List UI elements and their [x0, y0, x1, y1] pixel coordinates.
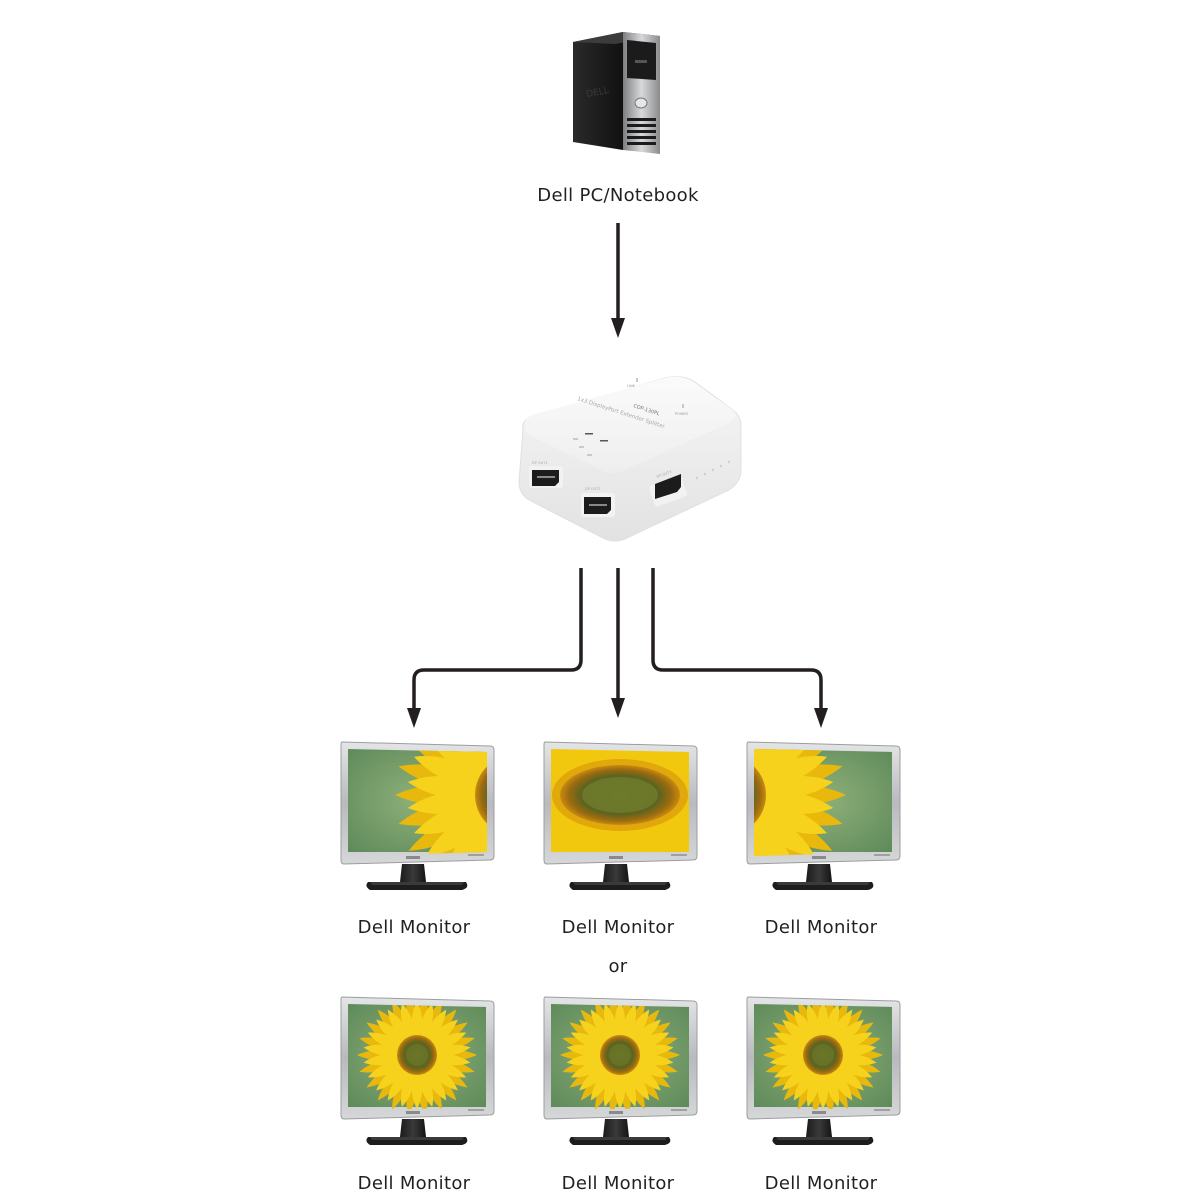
monitor-icon [746, 741, 901, 890]
monitor-label-bottom-center: Dell Monitor [561, 1173, 675, 1194]
indicator-link-label: LINK [627, 384, 636, 388]
monitor-label-top-left: Dell Monitor [357, 917, 471, 938]
svg-text:DELL: DELL [586, 86, 610, 100]
arrowhead-left [407, 708, 421, 728]
dp-port-3: DP OUT3 [649, 470, 687, 507]
dell-pc-node: DELL [565, 30, 665, 160]
monitor-icon [746, 996, 901, 1145]
dell-monitor-bottom-left [340, 995, 500, 1150]
arrowhead-center [611, 698, 625, 718]
arrow-splitter-to-monitor-left [412, 568, 583, 712]
monitor-icon [340, 741, 495, 890]
monitor-label-top-center: Dell Monitor [561, 917, 675, 938]
dell-monitor-bottom-center [543, 995, 703, 1150]
monitor-label-bottom-left: Dell Monitor [357, 1173, 471, 1194]
monitor-label-bottom-right: Dell Monitor [764, 1173, 878, 1194]
arrow-splitter-to-monitor-right [651, 568, 823, 712]
dell-monitor-bottom-right [746, 995, 906, 1150]
splitter-node: LINK POWER CDP-130PL 1x3 DisplayPort Ext… [515, 360, 745, 545]
svg-text:DP OUT1: DP OUT1 [532, 461, 548, 465]
dp-port-1: DP OUT1 [529, 461, 563, 488]
monitor-label-top-right: Dell Monitor [764, 917, 878, 938]
monitor-icon [340, 996, 495, 1145]
dell-monitor-top-right [746, 740, 906, 895]
or-separator: or [608, 956, 628, 977]
dp-port-2: DP OUT2 [581, 487, 615, 517]
dell-monitor-top-left [340, 740, 500, 895]
source-label: Dell PC/Notebook [537, 185, 699, 206]
monitor-icon [543, 741, 698, 890]
svg-text:DP OUT2: DP OUT2 [585, 487, 601, 491]
desktop-tower-icon: DELL [573, 32, 660, 154]
indicator-power-label: POWER [675, 412, 689, 416]
displayport-splitter-icon: LINK POWER CDP-130PL 1x3 DisplayPort Ext… [518, 376, 742, 542]
monitor-icon [543, 996, 698, 1145]
arrowhead-pc [611, 318, 625, 338]
svg-text:DP OUT3: DP OUT3 [656, 470, 672, 479]
dell-monitor-top-center [543, 740, 703, 895]
arrowhead-right [814, 708, 828, 728]
